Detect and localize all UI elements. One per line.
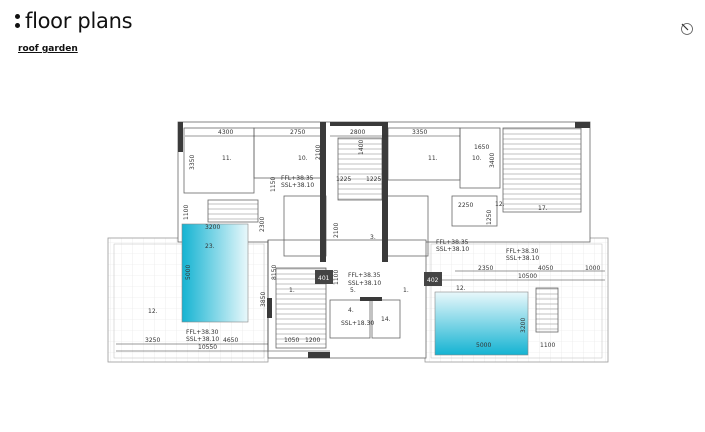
- svg-text:5000: 5000: [476, 342, 491, 349]
- svg-text:3400: 3400: [489, 153, 496, 168]
- svg-text:FFL+38.30: FFL+38.30: [186, 329, 219, 336]
- svg-text:SSL+38.10: SSL+38.10: [506, 255, 539, 262]
- svg-text:1100: 1100: [333, 270, 340, 285]
- svg-text:1100: 1100: [183, 205, 190, 220]
- svg-text:4650: 4650: [223, 337, 238, 344]
- svg-text:2100: 2100: [315, 145, 322, 160]
- svg-text:1100: 1100: [540, 342, 555, 349]
- svg-text:12.: 12.: [456, 285, 466, 292]
- pool-left: [181, 223, 249, 323]
- svg-text:SSL+38.10: SSL+38.10: [348, 280, 381, 287]
- svg-text:2350: 2350: [478, 265, 493, 272]
- svg-text:2250: 2250: [458, 202, 473, 209]
- building-walls: [177, 121, 591, 359]
- svg-text:SSL+18.30: SSL+18.30: [341, 320, 374, 327]
- svg-text:1225: 1225: [366, 176, 381, 183]
- svg-text:10550: 10550: [198, 344, 217, 351]
- svg-text:1225: 1225: [336, 176, 351, 183]
- svg-text:4050: 4050: [538, 265, 553, 272]
- svg-text:FFL+38.35: FFL+38.35: [348, 272, 381, 279]
- pool-right: [434, 291, 529, 356]
- svg-text:401: 401: [318, 275, 330, 282]
- svg-text:3350: 3350: [189, 155, 196, 170]
- unit-tag-402[interactable]: 402: [424, 272, 442, 286]
- svg-text:1150: 1150: [270, 177, 277, 192]
- svg-text:1250: 1250: [486, 210, 493, 225]
- svg-text:3850: 3850: [260, 292, 267, 307]
- room-labels: 11. 10. 11. 10. 17. 12. 23. 12. 3. 1. 5. 1. 4. 14. 12.: [148, 155, 548, 323]
- page-title: floor plans: [15, 9, 133, 33]
- svg-text:23.: 23.: [205, 243, 215, 250]
- svg-text:SSL+38.10: SSL+38.10: [436, 246, 469, 253]
- svg-text:5000: 5000: [185, 265, 192, 280]
- svg-text:11.: 11.: [222, 155, 232, 162]
- svg-text:10.: 10.: [472, 155, 482, 162]
- svg-text:11.: 11.: [428, 155, 438, 162]
- unit-tag-401[interactable]: 401: [315, 270, 333, 284]
- svg-text:14.: 14.: [381, 316, 391, 323]
- svg-text:12.: 12.: [495, 201, 505, 208]
- svg-text:4.: 4.: [348, 307, 354, 314]
- structural-walls: [178, 122, 590, 358]
- svg-text:2800: 2800: [350, 129, 365, 136]
- svg-text:FFL+38.35: FFL+38.35: [281, 175, 314, 182]
- svg-text:12.: 12.: [148, 308, 158, 315]
- dimension-labels: 4300 2750 2800 3350 1650 3350 2100 1400 3400 115…: [145, 129, 600, 351]
- svg-text:8150: 8150: [271, 265, 278, 280]
- svg-text:3200: 3200: [205, 224, 220, 231]
- svg-text:17.: 17.: [538, 205, 548, 212]
- dimension-lines: [116, 135, 605, 352]
- colon-logo-icon: [15, 14, 20, 28]
- roof-garden-link[interactable]: roof garden: [18, 44, 78, 54]
- svg-text:3.: 3.: [370, 234, 376, 241]
- svg-text:2100: 2100: [333, 223, 340, 238]
- svg-text:402: 402: [427, 277, 439, 284]
- svg-text:1.: 1.: [289, 287, 295, 294]
- svg-text:10.: 10.: [298, 155, 308, 162]
- svg-text:1650: 1650: [474, 144, 489, 151]
- svg-text:3350: 3350: [412, 129, 427, 136]
- north-arrow-icon: [681, 23, 693, 35]
- svg-text:5.: 5.: [350, 287, 356, 294]
- svg-text:3250: 3250: [145, 337, 160, 344]
- svg-text:2300: 2300: [259, 217, 266, 232]
- svg-text:2750: 2750: [290, 129, 305, 136]
- svg-text:4300: 4300: [218, 129, 233, 136]
- svg-text:1050: 1050: [284, 337, 299, 344]
- svg-text:1000: 1000: [585, 265, 600, 272]
- svg-text:SSL+38.10: SSL+38.10: [186, 336, 219, 343]
- svg-text:FFL+38.30: FFL+38.30: [506, 248, 539, 255]
- svg-text:FFL+38.35: FFL+38.35: [436, 239, 469, 246]
- page-title-text: floor plans: [25, 9, 133, 33]
- svg-text:1200: 1200: [305, 337, 320, 344]
- svg-text:10500: 10500: [518, 273, 537, 280]
- svg-text:1400: 1400: [358, 140, 365, 155]
- svg-text:1.: 1.: [403, 287, 409, 294]
- svg-text:SSL+38.10: SSL+38.10: [281, 182, 314, 189]
- svg-text:3200: 3200: [520, 318, 527, 333]
